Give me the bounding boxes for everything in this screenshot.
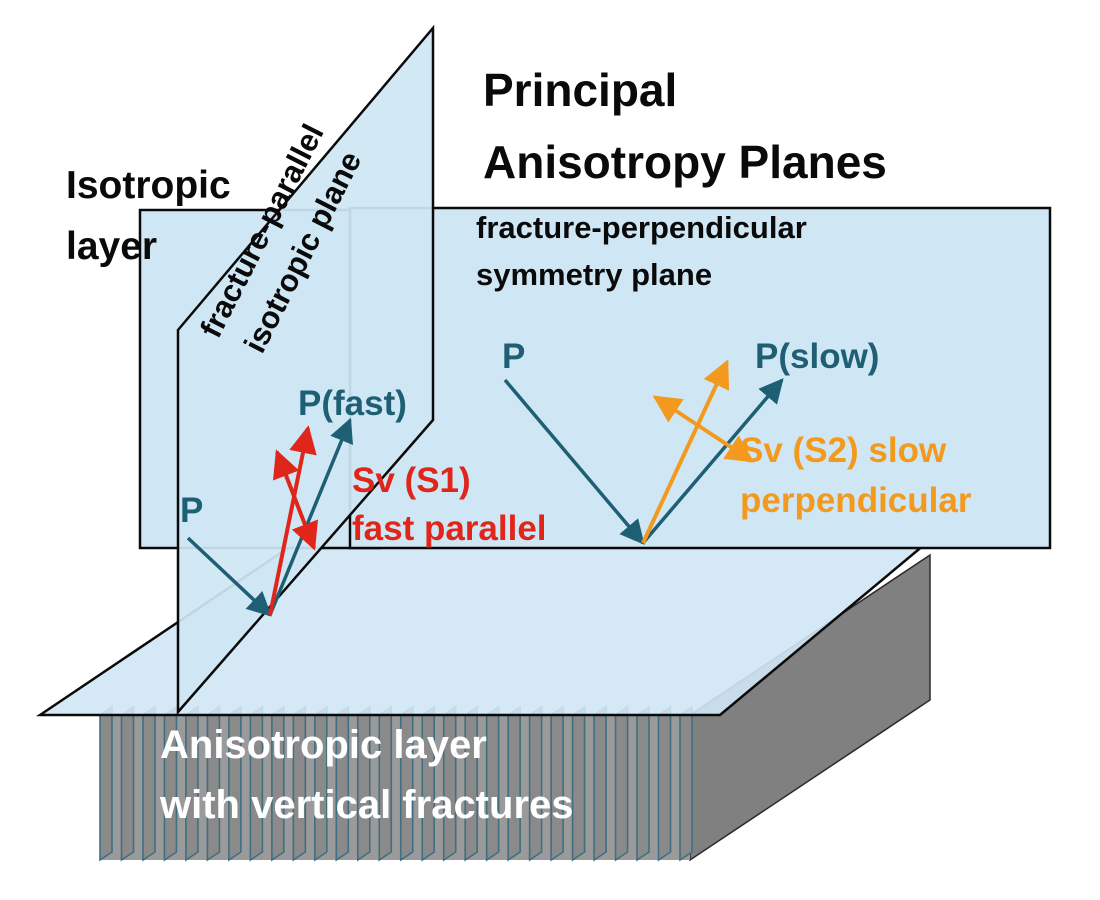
title-line-1: Principal xyxy=(483,64,677,116)
fracture-perpendicular-label-line-1: fracture-perpendicular xyxy=(476,210,807,245)
s1-label-line-1: Sv (S1) xyxy=(352,461,471,500)
fracture-sheet xyxy=(614,705,629,862)
fracture-sheet xyxy=(636,705,650,862)
perpendicular-plane-waves xyxy=(503,359,784,545)
p-slow-label: P(slow) xyxy=(755,337,879,376)
fracture-slab xyxy=(99,553,931,862)
title-line-2: Anisotropy Planes xyxy=(483,136,887,188)
fracture-sheet xyxy=(142,705,156,862)
p-incident-label-perpendicular: P xyxy=(502,337,525,376)
fracture-slab-front xyxy=(100,715,690,860)
parallel-plane-waves xyxy=(186,417,353,617)
anisotropic-layer-label-line-1: Anisotropic layer xyxy=(160,723,487,767)
s2-polarization-arrow xyxy=(652,395,755,463)
anisotropic-layer-label-line-2: with vertical fractures xyxy=(159,783,574,827)
s1-polarization-arrow xyxy=(272,449,319,551)
fracture-perpendicular-plane xyxy=(348,206,1052,550)
fracture-parallel-plane xyxy=(176,24,435,716)
fracture-sheet xyxy=(571,705,586,862)
isotropic-layer-label-line-1: Isotropic xyxy=(66,164,231,207)
s2-label-line-1: Sv (S2) slow xyxy=(740,431,947,470)
fracture-sheet xyxy=(120,705,135,862)
s2-label-line-2: perpendicular xyxy=(740,481,972,520)
p-incident-label-parallel: P xyxy=(180,491,203,530)
s1-label-line-2: fast parallel xyxy=(352,509,547,548)
p-incident-arrow-perpendicular xyxy=(503,378,645,545)
fracture-sheet xyxy=(593,705,607,862)
p-fast-label: P(fast) xyxy=(298,384,407,423)
fracture-sheet xyxy=(657,705,672,862)
fracture-perpendicular-label-line-2: symmetry plane xyxy=(476,257,712,292)
fracture-sheet xyxy=(99,705,113,862)
p-incident-arrow-parallel xyxy=(186,536,272,617)
vertical-fracture-sheets-icon xyxy=(99,705,693,862)
fracture-sheet xyxy=(679,705,693,862)
isotropic-layer-label-line-2: layer xyxy=(66,225,157,268)
